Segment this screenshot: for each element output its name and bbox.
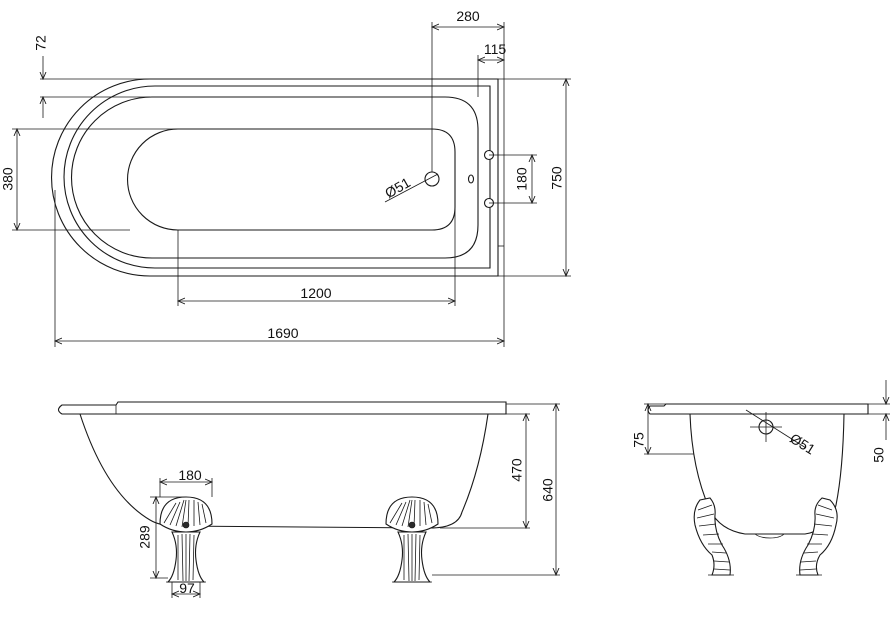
plan-outer-rim [50,78,499,277]
dim-72-label: 72 [33,35,49,51]
end-leg-left-hatch [696,504,731,571]
dim-380-label: 380 [0,167,16,191]
side-rim [57,401,507,415]
dim-waste-dia-label: Ø51 [382,174,413,201]
end-view: Ø51 75 50 [631,380,890,576]
dim-1200-label: 1200 [300,285,331,301]
plan-waste-leader [384,173,439,203]
side-foot-right [385,496,439,583]
dim-750-label: 750 [549,166,565,190]
dim-foot-base-label: 97 [179,580,195,596]
dim-foot-height-label: 289 [137,525,153,549]
end-rim [647,403,869,415]
plan-waste-hole [424,171,440,187]
dim-75-label: 75 [631,432,647,448]
dim-115-label: 115 [484,41,507,57]
plan-bowl [70,96,479,259]
plan-inner-rim [63,85,491,269]
end-waste-outlet [754,533,785,539]
dim-470-label: 470 [509,458,525,482]
plan-floor [127,128,456,231]
dim-foot-width-label: 180 [178,467,202,483]
end-leg-right-hatch [799,504,835,571]
side-view: 180 289 97 470 640 [57,401,560,598]
end-waste-leader [745,409,807,449]
dim-50-label: 50 [871,447,887,463]
end-body [689,413,845,535]
dim-280-label: 280 [456,8,480,24]
dim-180-label: 180 [514,167,530,191]
dim-640-label: 640 [540,478,556,502]
plan-view: 72 280 115 380 Ø51 180 750 1200 [0,8,571,347]
dim-1690-label: 1690 [267,325,298,341]
end-waste-dia-label: Ø51 [787,430,818,458]
plan-overflow [467,174,475,184]
side-foot-left [159,496,213,583]
